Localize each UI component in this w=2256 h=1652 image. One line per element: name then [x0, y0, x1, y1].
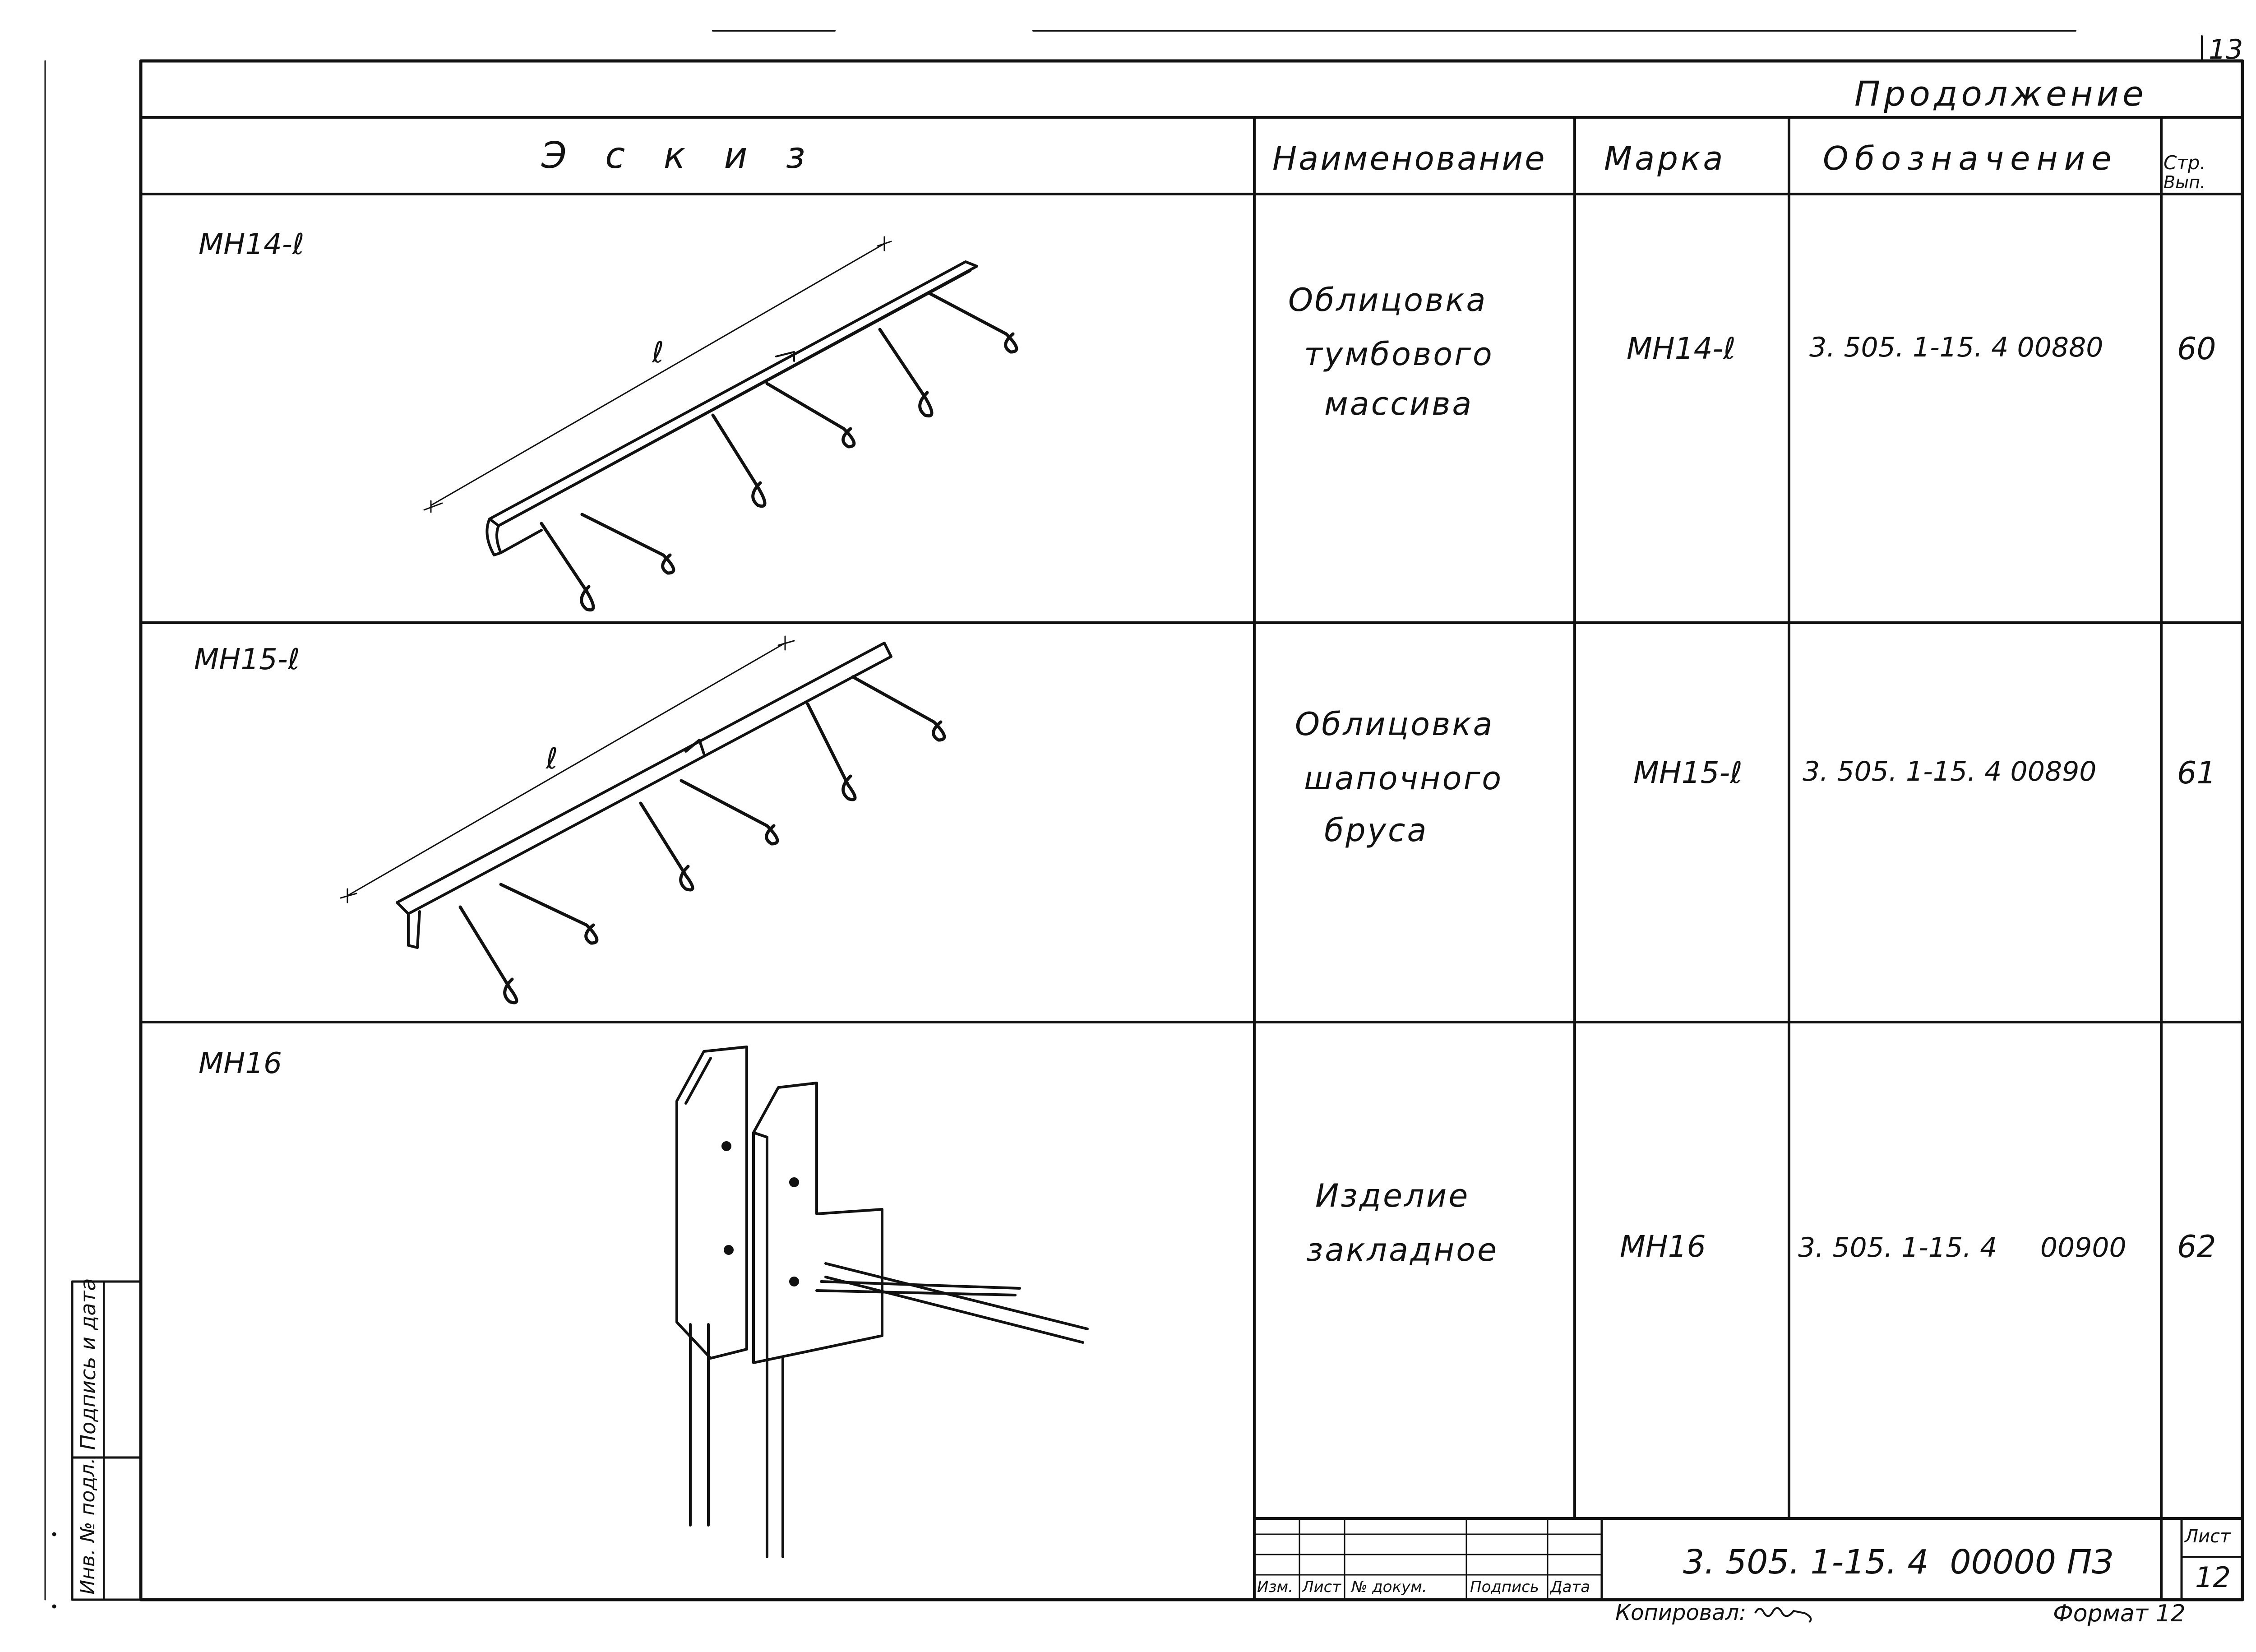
copied-by-label: Копировал: [1615, 1600, 1747, 1625]
item-designation: 3. 505. 1-15. 4 00890 [1803, 756, 2097, 787]
item-mark: МН15-ℓ [1633, 755, 1743, 790]
header-sketch: Э с к и з [541, 134, 819, 176]
header-name: Наименование [1272, 139, 1547, 177]
signature-scribble [1754, 1607, 1812, 1623]
item-mark: МН16 [1620, 1229, 1706, 1264]
item-name-line: Облицовка [1295, 706, 1494, 743]
item-page: 61 [2177, 755, 2216, 791]
side-label-inv-no: Инв. № подл. [76, 1458, 99, 1595]
sketch-label: МН14-ℓ [199, 228, 305, 261]
item-name-line: Облицовка [1288, 282, 1488, 319]
item-page: 62 [2177, 1229, 2216, 1265]
stamp-doc-code: 3. 505. 1-15. 4 00000 ПЗ [1683, 1543, 2113, 1582]
stamp-col: Дата [1550, 1578, 1590, 1596]
header-mark: Марка [1604, 139, 1726, 177]
sketch-mh14 [423, 236, 1018, 611]
stamp-col: № докум. [1351, 1578, 1427, 1596]
item-designation: 3. 505. 1-15. 4 00900 [1798, 1232, 2127, 1263]
item-name-line: бруса [1324, 812, 1428, 849]
item-page: 60 [2177, 331, 2216, 367]
dimension-label: ℓ [546, 742, 558, 776]
format-label: Формат 12 [2053, 1600, 2186, 1627]
item-name-line: тумбового [1304, 336, 1494, 373]
item-name-line: массива [1324, 385, 1474, 422]
dimension-label: ℓ [652, 336, 664, 370]
stamp-col: Изм. [1257, 1578, 1293, 1596]
stamp-sheet-number: 12 [2195, 1561, 2231, 1594]
stamp-sheet-label: Лист [2185, 1526, 2231, 1547]
item-name-line: Изделие [1315, 1177, 1470, 1214]
header-issue: Вып. [2164, 172, 2205, 192]
side-label-signature-date: Подпись и дата [76, 1278, 100, 1450]
page-corner-number: 13 [2209, 34, 2243, 65]
item-designation: 3. 505. 1-15. 4 00880 [1809, 332, 2103, 363]
sketch-mh15 [340, 635, 946, 1004]
sketch-label: МН15-ℓ [194, 643, 300, 676]
item-name-line: закладное [1306, 1231, 1499, 1268]
stamp-col: Лист [1302, 1578, 1341, 1596]
stamp-col: Подпись [1470, 1578, 1539, 1596]
sketch-mh16 [675, 1046, 1089, 1558]
outer-frame [139, 59, 2244, 1601]
item-name-line: шапочного [1304, 760, 1503, 797]
header-page: Стр. [2164, 152, 2206, 174]
item-mark: МН14-ℓ [1627, 331, 1736, 366]
continuation-label: Продолжение [1854, 74, 2147, 114]
header-designation: Обозначение [1823, 139, 2118, 177]
sketch-label: МН16 [199, 1047, 282, 1080]
